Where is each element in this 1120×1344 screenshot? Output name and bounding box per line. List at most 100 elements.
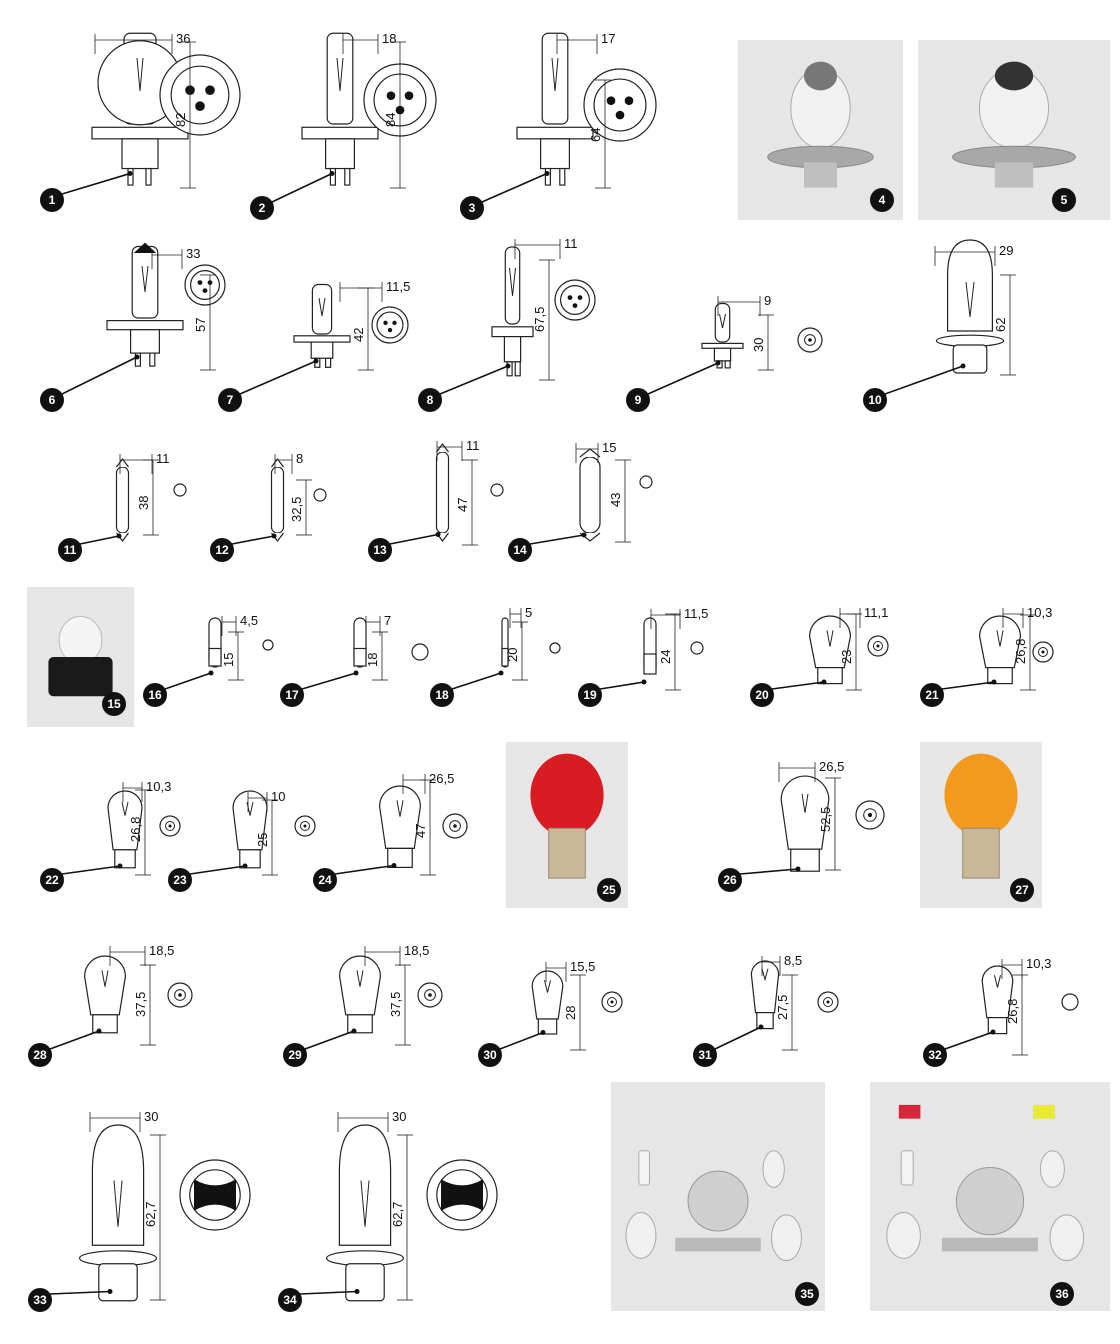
base-view-pin [205, 85, 215, 95]
bulb-item-21 [941, 608, 1054, 691]
width-dimension-label: 5 [525, 605, 533, 620]
item-number-badge: 13 [368, 538, 392, 562]
item-number-badge: 30 [478, 1043, 502, 1067]
item-number-badge: 9 [626, 388, 650, 412]
filament [826, 630, 834, 647]
item-number-badge: 4 [870, 188, 894, 212]
base-view-outer [411, 643, 429, 661]
pointer-arrow-head [795, 866, 801, 872]
pointer-arrow-head [353, 670, 359, 676]
base-view-pin [826, 1000, 830, 1004]
pointer-arrow [439, 365, 509, 395]
bulb-glass [58, 615, 103, 665]
base-view-pin [392, 320, 397, 325]
item-number-badge: 27 [1010, 878, 1034, 902]
bulb-base [987, 666, 1013, 685]
base-view-pin [572, 303, 578, 308]
bulb-base [347, 1014, 373, 1034]
bulb-glass [947, 239, 993, 332]
width-dimension-label: 18 [382, 31, 397, 46]
pointer-arrow [304, 1030, 355, 1050]
bulb-item-7 [239, 282, 409, 395]
width-dimension-label: 30 [392, 1109, 407, 1124]
pointer-arrow [529, 534, 585, 545]
filament [113, 1180, 123, 1227]
bulb-flange [491, 326, 534, 338]
photo-illustration [48, 615, 113, 697]
bulb-base [208, 647, 222, 667]
bulb-item-14 [529, 443, 653, 545]
pointer-arrow-head [505, 363, 511, 369]
bulb-base [239, 849, 261, 869]
bulb-base [121, 138, 159, 170]
headlamp-bulb [955, 1166, 1025, 1236]
item-number-badge: 18 [430, 683, 454, 707]
base-view-inner [607, 997, 617, 1007]
bulb-base [713, 347, 732, 362]
filament [509, 267, 516, 297]
headlamp-flange [675, 1237, 761, 1252]
base-view-inner [189, 1169, 241, 1221]
width-dimension-label: 29 [999, 243, 1014, 258]
filament [801, 793, 809, 813]
bulb-glass [531, 970, 564, 1020]
width-dimension-label: 10 [271, 789, 286, 804]
item-number-badge: 6 [40, 388, 64, 412]
height-dimension-label: 62,7 [390, 1201, 405, 1227]
base-view-outer [639, 475, 653, 489]
base-view-inner [436, 1169, 488, 1221]
pointer-arrow-head [134, 354, 140, 360]
height-dimension-label: 18 [365, 652, 380, 667]
base-view-pin [610, 1000, 614, 1004]
item-number-badge: 11 [58, 538, 82, 562]
pointer-arrow-head [242, 863, 248, 869]
height-dimension-label: 28 [563, 1005, 578, 1020]
height-dimension-label: 15 [221, 652, 236, 667]
item-number-badge: 36 [1050, 1282, 1074, 1306]
headlamp-bulb [687, 1170, 749, 1232]
bulb-glass [714, 302, 731, 343]
pointer-arrow [231, 535, 275, 545]
base-view-pin [577, 295, 583, 300]
pointer-arrow-head [435, 532, 441, 537]
bulb-item-13 [389, 441, 504, 546]
height-dimension-label: 84 [383, 112, 398, 127]
pointer-arrow-head [271, 533, 277, 539]
base-view-inner [449, 820, 461, 832]
pointer-arrow [49, 1290, 111, 1295]
pointer-arrow-head [641, 679, 647, 685]
height-dimension-label: 67,5 [532, 306, 547, 332]
festoon-bulb [900, 1150, 914, 1186]
item-number-badge: 8 [418, 388, 442, 412]
base-view-pin [808, 338, 812, 342]
item-number-badge: 26 [718, 868, 742, 892]
pointer-arrow-head [313, 358, 319, 364]
bulb-pin [325, 357, 332, 368]
bulb-item-23 [189, 790, 316, 876]
height-dimension-label: 20 [505, 647, 520, 662]
bulb-item-16 [164, 616, 274, 690]
bulb-flange [301, 126, 379, 140]
item-number-badge: 12 [210, 538, 234, 562]
base-view-inner [376, 311, 404, 339]
height-dimension-label: 26,8 [1005, 998, 1020, 1024]
pointer-arrow-head [540, 1030, 546, 1035]
bulb-pin [145, 167, 152, 186]
pointer-arrow [301, 672, 357, 690]
width-dimension-label: 17 [601, 31, 616, 46]
bulb-base [643, 653, 657, 675]
width-dimension-label: 8 [296, 451, 304, 466]
bulb-base [92, 1014, 118, 1034]
pointer-arrow [451, 672, 502, 690]
width-dimension-label: 7 [384, 613, 392, 628]
height-dimension-label: 24 [658, 649, 673, 664]
base-view-inner [559, 285, 590, 316]
base-view-pin [178, 993, 182, 997]
height-dimension-label: 26,8 [128, 816, 143, 842]
bulb-base [952, 344, 988, 374]
item-number-badge: 1 [40, 188, 64, 212]
pointer-arrow-head [117, 863, 123, 869]
plastic-socket [48, 657, 113, 697]
pointer-arrow-head [329, 171, 335, 176]
